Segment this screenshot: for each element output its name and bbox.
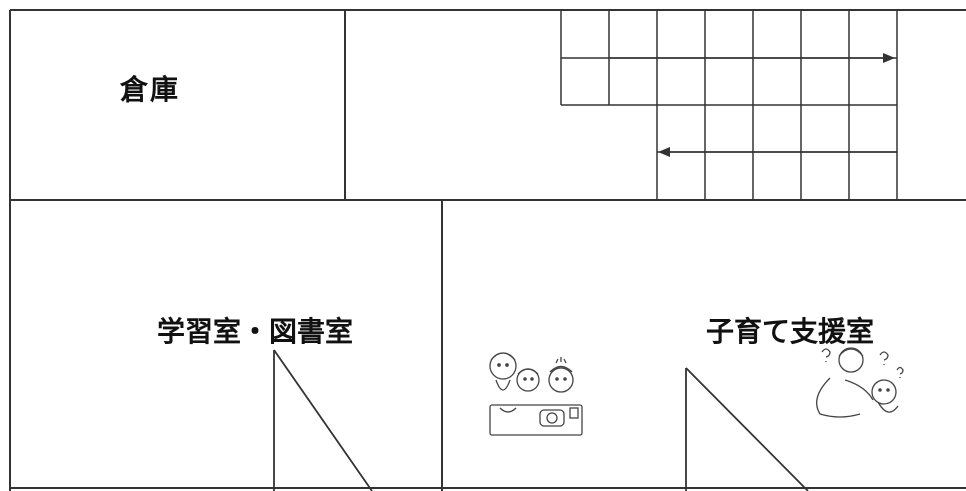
interior-walls [10,10,966,491]
room-label-childcare-support: 子育て支援室 [706,315,875,348]
room-label-study-library: 学習室・図書室 [157,315,354,348]
children-eating-icon [489,352,583,436]
staircase [560,10,898,200]
room-label-storage: 倉庫 [120,73,181,106]
door-childcare [685,367,809,491]
door-study [273,349,373,491]
mother-with-baby-icon [816,347,904,418]
outer-walls [9,9,966,491]
